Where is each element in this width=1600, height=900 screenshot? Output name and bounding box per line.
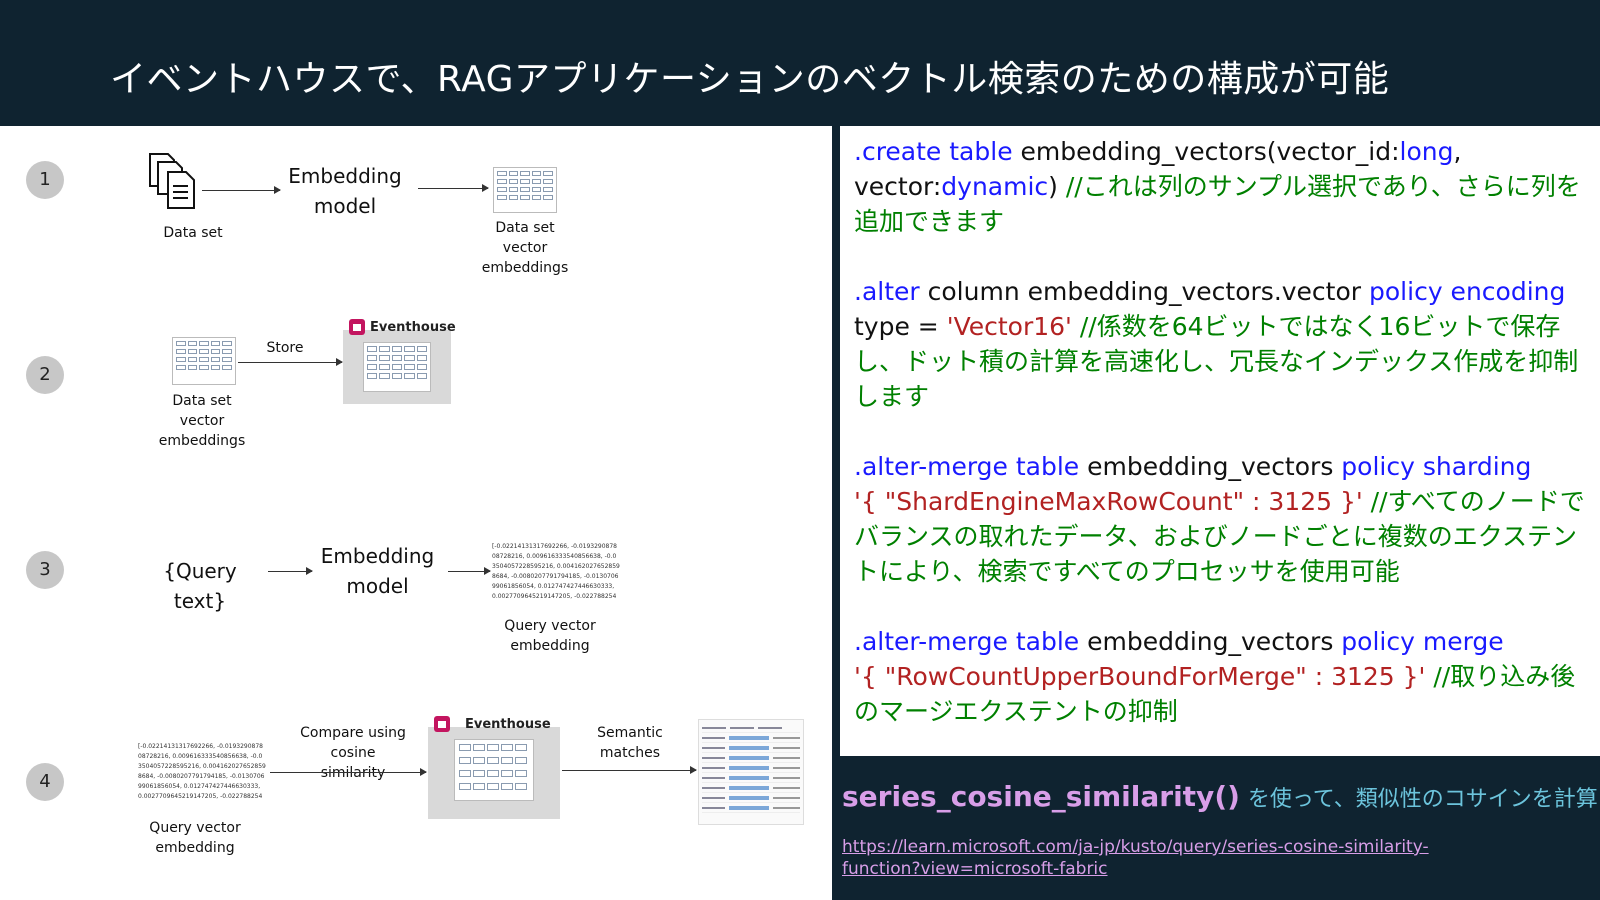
results-arrow <box>562 766 697 774</box>
step-badge-2: 2 <box>26 356 64 394</box>
step-badge-3: 3 <box>26 551 64 589</box>
step-badge-1: 1 <box>26 161 64 199</box>
store-label: Store <box>266 340 304 356</box>
rag-diagram: 1 2 3 4 Data set Embedding model Data se… <box>0 126 832 900</box>
code-panel: .create table embedding_vectors(vector_i… <box>840 126 1600 756</box>
eventhouse-icon <box>349 319 365 335</box>
eventhouse-grid-1 <box>363 342 431 392</box>
function-description: を使って、類似性のコサインを計算 <box>1247 787 1598 812</box>
documents-icon <box>149 153 195 209</box>
header: イベントハウスで、RAGアプリケーションのベクトル検索のための構成が可能 <box>0 0 1600 126</box>
compare-arrow <box>270 768 427 776</box>
step1-arrow-1 <box>202 186 281 194</box>
step1-input-label: Data set <box>163 225 223 241</box>
step3-model-label: Embedding model <box>320 544 435 598</box>
step4-input-label: Query vector embedding <box>149 820 241 856</box>
eventhouse-store-1: Eventhouse <box>343 319 456 404</box>
eventhouse-icon-2 <box>434 716 450 732</box>
code-block-alter-sharding: .alter-merge table embedding_vectors pol… <box>854 452 1585 586</box>
page-title: イベントハウスで、RAGアプリケーションのベクトル検索のための構成が可能 <box>110 59 1390 100</box>
eventhouse-grid-2 <box>454 739 534 801</box>
query-vector-text-2: [-0.02214131317692266, -0.01932908780872… <box>138 743 266 800</box>
step3-arrow-1 <box>268 567 313 575</box>
embeddings-grid-2 <box>172 337 236 385</box>
semantic-matches-label: Semantic matches <box>597 725 663 761</box>
step1-output-label: Data set vector embeddings <box>481 220 569 276</box>
step1-model-label: Embedding model <box>288 164 402 218</box>
query-vector-text: [-0.02214131317692266, -0.01932908780872… <box>492 543 620 600</box>
eventhouse-label-2: Eventhouse <box>465 716 551 732</box>
step2-input-label: Data set vector embeddings <box>158 393 246 449</box>
query-text-label: {Query text} <box>163 559 237 613</box>
step3-arrow-2 <box>448 567 491 575</box>
compare-label: Compare using cosine similarity <box>300 725 406 781</box>
docs-link[interactable]: https://learn.microsoft.com/ja-jp/kusto/… <box>842 837 1429 879</box>
step-badge-4: 4 <box>26 763 64 801</box>
eventhouse-label-1: Eventhouse <box>370 319 456 335</box>
code-block-alter-encoding: .alter column embedding_vectors.vector p… <box>854 277 1579 411</box>
function-caption: series_cosine_similarity() を使って、類似性のコサインを… <box>842 780 1598 813</box>
store-arrow <box>238 358 343 366</box>
results-table <box>698 719 804 825</box>
function-name: series_cosine_similarity() <box>842 780 1240 813</box>
code-block-create-table: .create table embedding_vectors(vector_i… <box>854 137 1581 236</box>
step3-output-label: Query vector embedding <box>504 618 596 654</box>
step1-arrow-2 <box>418 184 489 192</box>
eventhouse-store-2: Eventhouse <box>428 716 560 819</box>
code-block-alter-merge: .alter-merge table embedding_vectors pol… <box>854 627 1576 726</box>
embeddings-grid-1 <box>493 167 557 213</box>
